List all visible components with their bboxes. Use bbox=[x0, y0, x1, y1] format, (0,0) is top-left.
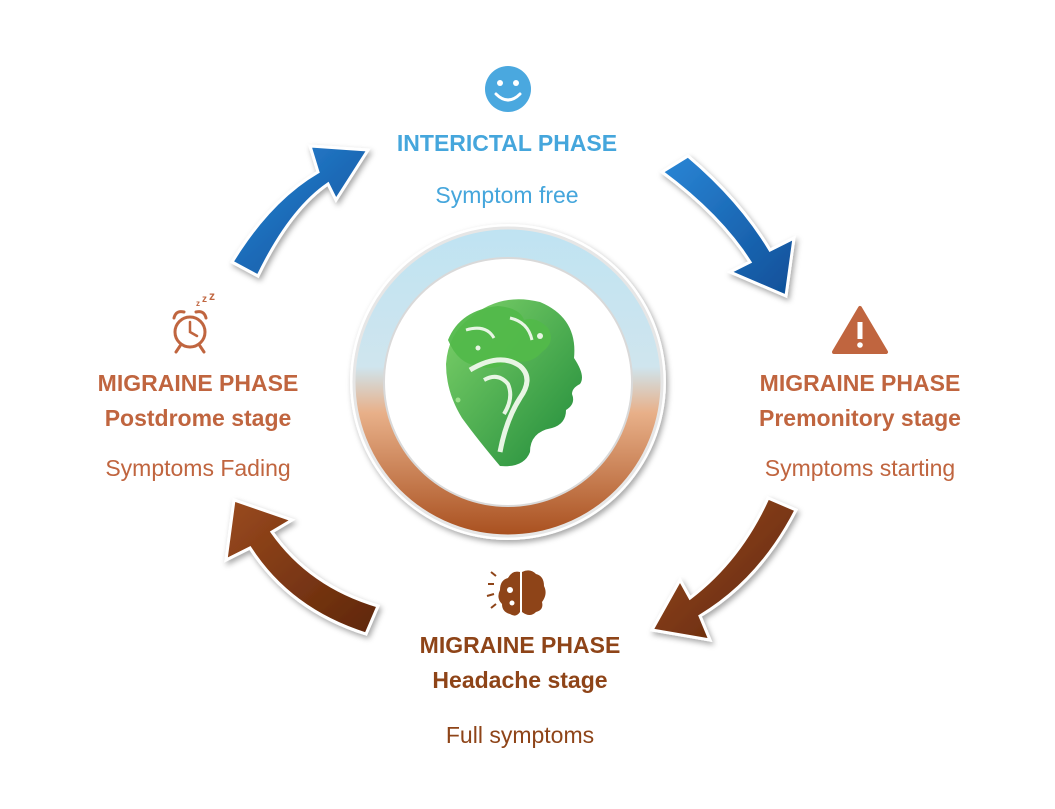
phase-description: Full symptoms bbox=[445, 722, 595, 748]
brain-head-icon bbox=[446, 299, 582, 467]
phase-interictal: INTERICTAL PHASE Symptom free bbox=[307, 126, 707, 210]
phase-description: Symptoms Fading bbox=[105, 455, 291, 481]
arrow-premonitory-to-headache bbox=[649, 496, 799, 642]
arrow-interictal-to-premonitory bbox=[659, 154, 796, 299]
phase-title-line-1: MIGRAINE PHASE bbox=[759, 370, 961, 396]
svg-text:z: z bbox=[202, 294, 207, 305]
phase-title-line-2: Postdrome stage bbox=[104, 405, 292, 431]
phase-title-line-1: MIGRAINE PHASE bbox=[419, 632, 621, 658]
phase-headache: MIGRAINE PHASE Headache stage Full sympt… bbox=[320, 628, 720, 750]
phase-postdrome: MIGRAINE PHASE Postdrome stage Symptoms … bbox=[28, 366, 368, 483]
phase-premonitory: MIGRAINE PHASE Premonitory stage Symptom… bbox=[690, 366, 1030, 483]
phase-description: Symptoms starting bbox=[764, 455, 956, 481]
warning-icon bbox=[832, 306, 888, 354]
brain-icon bbox=[486, 570, 546, 616]
alarm-clock-sleep-icon: z z z bbox=[172, 289, 215, 354]
arrow-headache-to-postdrome bbox=[224, 497, 381, 636]
phase-title-line-2: Headache stage bbox=[432, 667, 608, 693]
svg-text:z: z bbox=[209, 289, 215, 303]
phase-title-line-1: INTERICTAL PHASE bbox=[396, 130, 618, 156]
svg-text:z: z bbox=[196, 299, 200, 308]
phase-description: Symptom free bbox=[435, 182, 579, 208]
arrow-postdrome-to-interictal bbox=[229, 144, 371, 279]
phase-title-line-1: MIGRAINE PHASE bbox=[97, 370, 299, 396]
smiley-icon bbox=[485, 66, 531, 112]
phase-title-line-2: Premonitory stage bbox=[759, 405, 961, 431]
